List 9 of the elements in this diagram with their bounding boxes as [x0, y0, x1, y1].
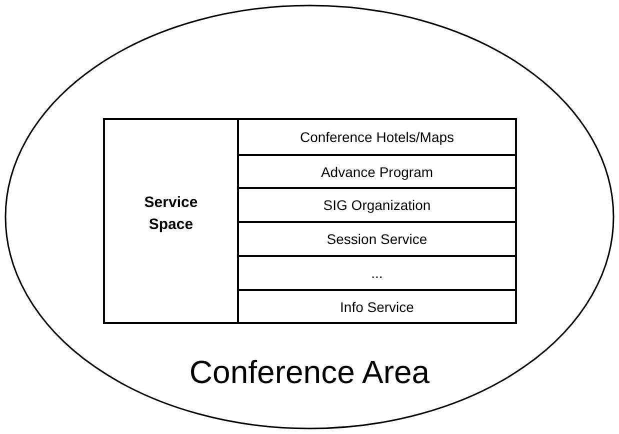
table-heading: Service Space — [143, 193, 199, 235]
table-row: Conference Hotels/Maps — [239, 120, 515, 154]
table-row: Advance Program — [239, 154, 515, 188]
table-row: Session Service — [239, 221, 515, 256]
table-row: SIG Organization — [239, 187, 515, 222]
table-row: ... — [239, 254, 515, 289]
service-table — [103, 118, 517, 324]
area-label: Conference Area — [189, 354, 430, 391]
table-row: Info Service — [239, 288, 515, 322]
